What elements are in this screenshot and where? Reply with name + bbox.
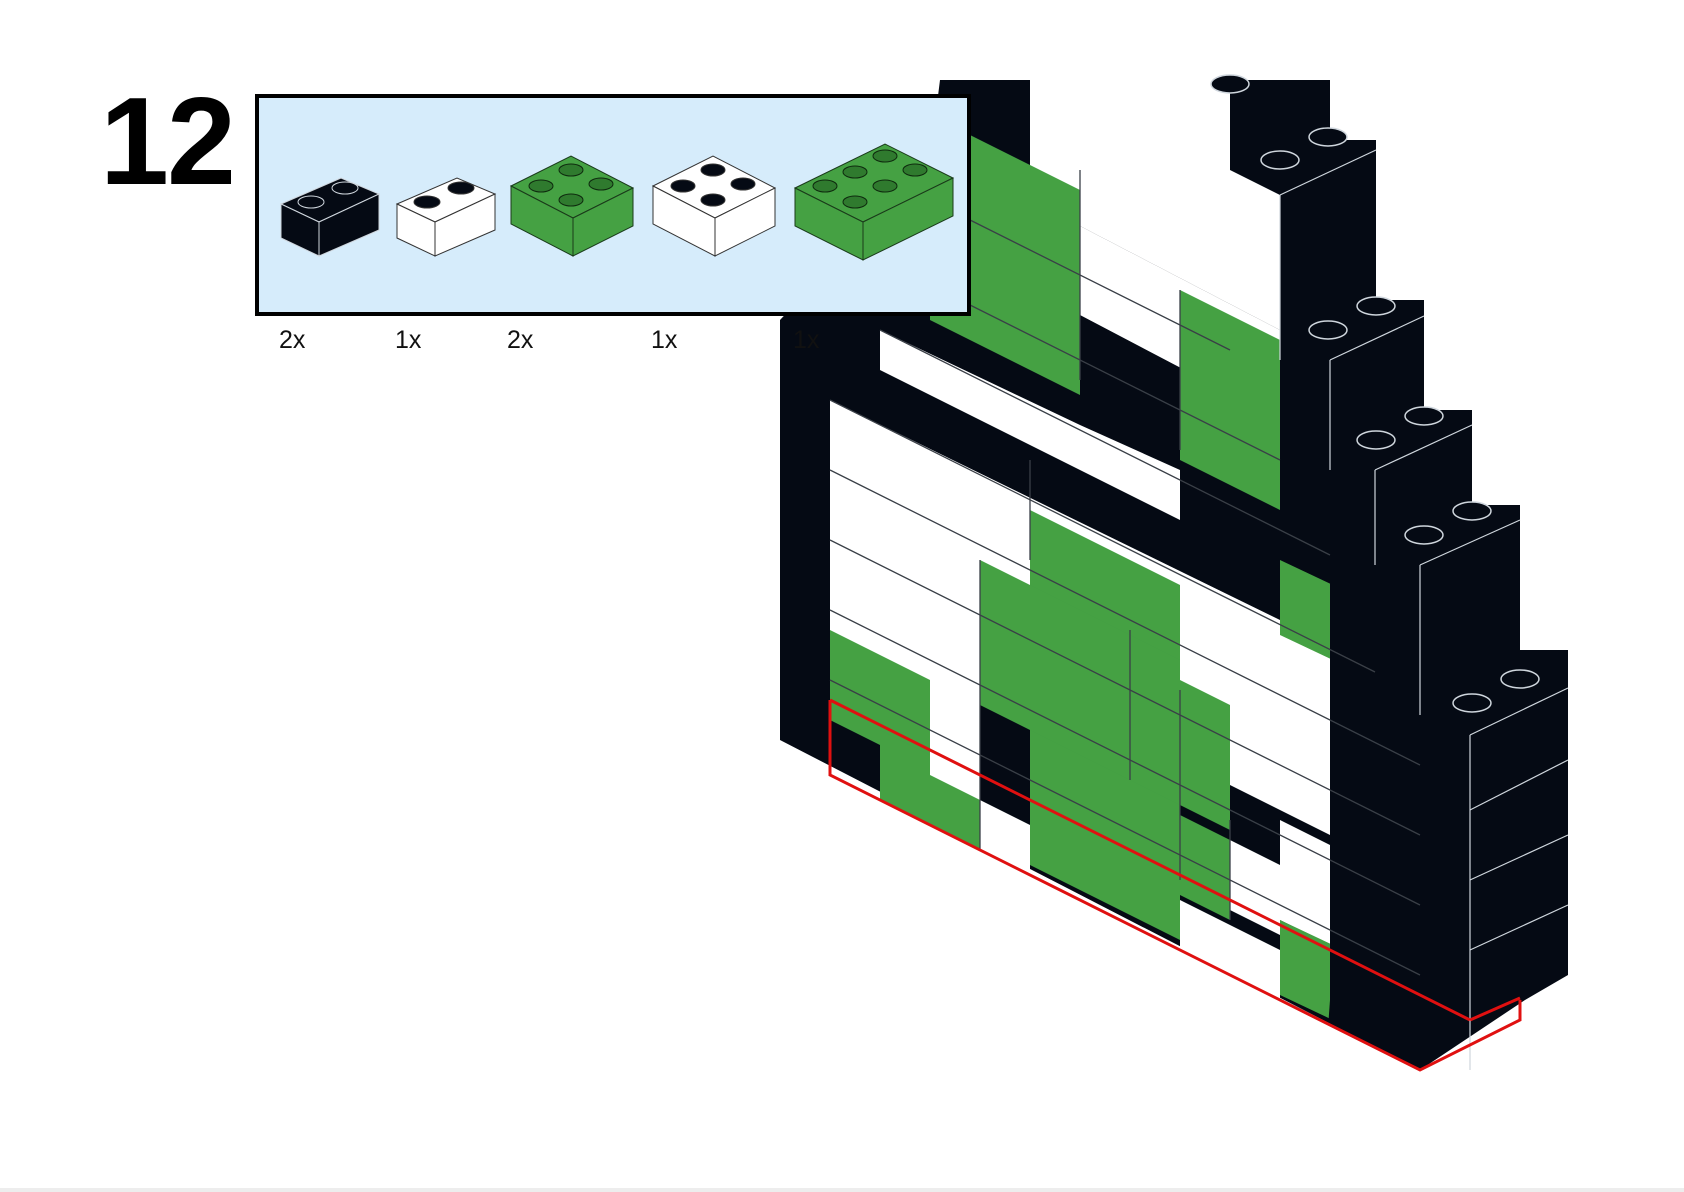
page-bottom-rule [0, 1188, 1684, 1192]
part-item: 1x [395, 160, 505, 354]
brick-1x2-white-icon [395, 177, 497, 257]
brick-2x3-green-icon [793, 143, 955, 261]
brick-2x2-green-icon [509, 155, 635, 257]
part-item: 2x [279, 160, 389, 354]
model-side-grid [1279, 149, 1569, 1070]
parts-list-panel: 2x 1x 2x [255, 94, 971, 354]
part-qty: 1x [651, 326, 678, 354]
model-front-pattern [830, 80, 1330, 1040]
step-number: 12 [100, 73, 236, 211]
model-seams [829, 170, 1421, 976]
brick-1x2-black-icon [279, 177, 381, 257]
new-bricks-highlight [828, 698, 1522, 1072]
part-qty: 2x [279, 326, 306, 354]
part-qty: 2x [507, 326, 534, 354]
brick-2x2-white-icon [651, 155, 777, 257]
model-studs [1210, 74, 1540, 713]
part-qty: 1x [395, 326, 422, 354]
part-qty: 1x [793, 326, 820, 354]
part-item: 2x [507, 136, 639, 354]
part-item: 1x [793, 124, 957, 354]
part-item: 1x [651, 136, 781, 354]
